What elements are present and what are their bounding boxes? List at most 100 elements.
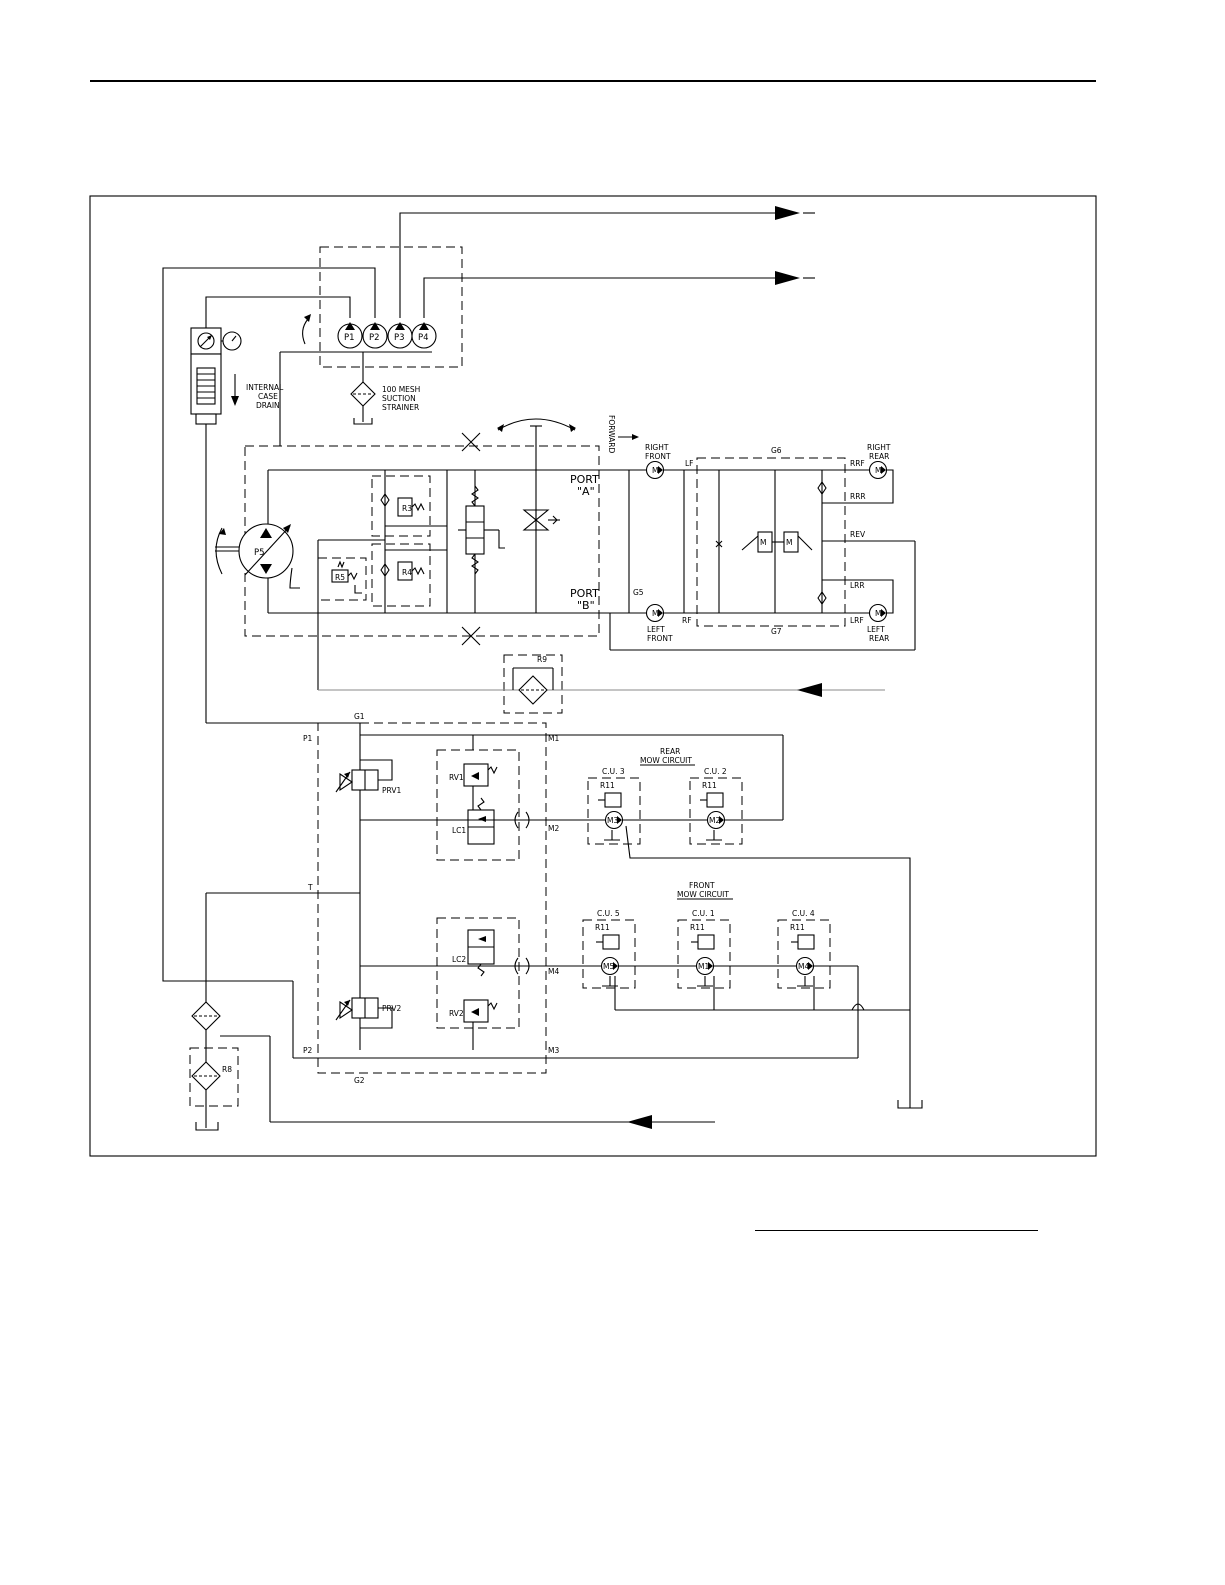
left-front-label-2: FRONT: [647, 634, 673, 643]
rv2-label: RV2: [449, 1009, 464, 1018]
prv2-label: PRV2: [382, 1004, 401, 1013]
case-drain-label-3: DRAIN: [256, 401, 280, 410]
cu2-block: [689, 777, 743, 845]
m1-port-label: M1: [548, 734, 559, 743]
signature-line: [755, 1230, 1038, 1231]
pump-p2-label: P2: [369, 333, 380, 343]
relief-r4-block: [371, 543, 431, 607]
motor-m5-label: M5: [603, 962, 614, 971]
charge-filter-r9-block: [503, 654, 563, 714]
relief-r8-label: R8: [222, 1065, 232, 1074]
rrf-port-label: RRF: [850, 459, 865, 468]
port-b-label-2: "B": [577, 599, 595, 612]
cu1-block: [677, 919, 731, 989]
rv1-valve: RV1: [449, 763, 498, 787]
traction-pump-p5: P5: [238, 523, 294, 579]
motor-m5: M5: [600, 956, 620, 976]
strainer-label-2: SUCTION: [382, 394, 416, 403]
m3-port-label: M3: [548, 1046, 559, 1055]
left-rear-label-2: REAR: [869, 634, 889, 643]
port-b-label-1: PORT: [570, 587, 599, 600]
right-rear-motor: M: [868, 460, 888, 480]
port-a-label-1: PORT: [570, 473, 599, 486]
gauge-g5-label: G5: [633, 588, 644, 597]
diagram-frame: [89, 195, 1097, 1157]
relief-r3-label: R3: [402, 504, 412, 513]
left-rear-label-1: LEFT: [867, 625, 885, 634]
pump-p4: P4: [411, 322, 437, 349]
rv1-lc1-block: [436, 749, 520, 861]
port-a-label-2: "A": [577, 485, 595, 498]
relief-r5-label: R5: [335, 573, 345, 582]
lc2-label: LC2: [452, 955, 466, 964]
p1-port-label: P1: [303, 734, 313, 743]
motor-m1: M1: [695, 956, 715, 976]
pump-group-boundary: [319, 246, 463, 368]
right-rear-label-2: REAR: [869, 452, 889, 461]
bypass-valve: [522, 509, 560, 531]
gauge-g6-label: G6: [771, 446, 782, 455]
lf-motor-label: M: [652, 609, 658, 618]
right-front-label-1: RIGHT: [645, 443, 669, 452]
relief-r9-label: R9: [537, 655, 547, 664]
motor-m3: M3: [604, 810, 624, 830]
return-filter-r8-block: [189, 1047, 239, 1107]
pump-p2: P2: [362, 322, 388, 349]
motor-m3-label: M3: [607, 816, 618, 825]
motor-m2: M2: [706, 810, 726, 830]
relief-r3-block: [371, 475, 431, 537]
right-rear-label-1: RIGHT: [867, 443, 891, 452]
rv2-valve: RV2: [449, 999, 498, 1023]
front-mow-label-2: MOW CIRCUIT: [677, 890, 729, 899]
cu4-r11-label: R11: [790, 923, 805, 932]
rrr-port-label: RRR: [850, 492, 866, 501]
cu1-label: C.U. 1: [692, 909, 715, 918]
cu4-block: [777, 919, 831, 989]
cu3-r11-label: R11: [600, 781, 615, 790]
traction-pump-label: P5: [254, 548, 265, 558]
flow-divider-valves: M M: [741, 531, 813, 553]
mow-manifold-boundary: [317, 722, 547, 1074]
strainer-label-1: 100 MESH: [382, 385, 420, 394]
left-front-motor: M: [645, 603, 665, 623]
cu5-block: [582, 919, 636, 989]
m4-port-label: M4: [548, 967, 559, 976]
relief-r4-label: R4: [402, 568, 412, 577]
lc1-label: LC1: [452, 826, 466, 835]
front-mow-label-1: FRONT: [689, 881, 715, 890]
prv2-valve: PRV2: [335, 997, 401, 1029]
motor-m2-label: M2: [709, 816, 720, 825]
cu1-r11-label: R11: [690, 923, 705, 932]
rev-port-label: REV: [850, 530, 866, 539]
cu3-label: C.U. 3: [602, 767, 625, 776]
suction-strainer-symbol: [350, 381, 376, 425]
cu4-label: C.U. 4: [792, 909, 815, 918]
lc1-valve: LC1: [452, 797, 495, 845]
traction-pump-boundary: [244, 445, 600, 637]
rf-motor-label: M: [652, 466, 658, 475]
cu5-label: C.U. 5: [597, 909, 620, 918]
gauge-g7-label: G7: [771, 627, 782, 636]
lc2-rv2-block: [436, 917, 520, 1029]
right-front-motor: M: [645, 460, 665, 480]
prv1-valve: PRV1: [335, 759, 401, 795]
page-top-rule: [90, 80, 1096, 82]
strainer-label-3: STRAINER: [382, 403, 419, 412]
prv1-label: PRV1: [382, 786, 401, 795]
control-valve: [465, 505, 485, 555]
rear-mow-label-2: MOW CIRCUIT: [640, 756, 692, 765]
right-front-label-2: FRONT: [645, 452, 671, 461]
lr-motor-label: M: [875, 609, 881, 618]
rf-port-label: RF: [682, 616, 692, 625]
rr-motor-label: M: [875, 466, 881, 475]
oil-cooler-assembly: [190, 327, 242, 425]
return-filter: [191, 1001, 221, 1031]
cu2-label: C.U. 2: [704, 767, 727, 776]
pump-p3-label: P3: [394, 333, 405, 343]
lrr-port-label: LRR: [850, 581, 865, 590]
rear-mow-label-1: REAR: [660, 747, 680, 756]
cu2-r11-label: R11: [702, 781, 717, 790]
lf-port-label: LF: [685, 459, 694, 468]
left-rear-motor: M: [868, 603, 888, 623]
